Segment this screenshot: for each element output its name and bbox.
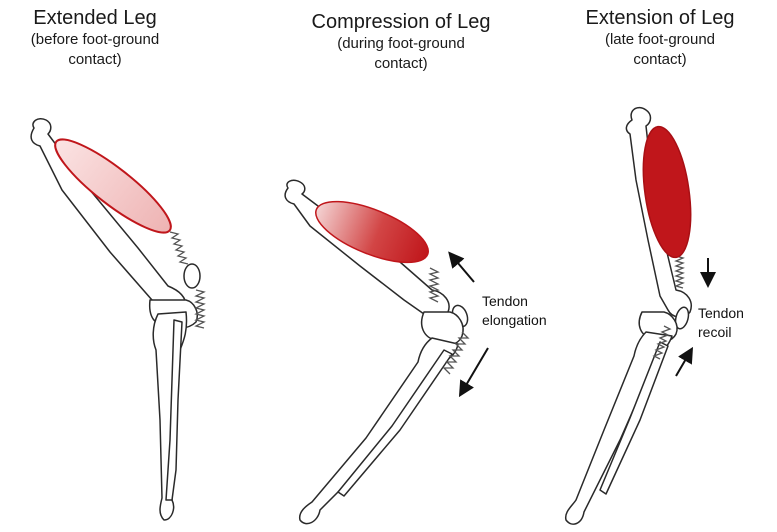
panel-1-tendon-upper	[170, 232, 188, 264]
panel-2-fibula	[338, 350, 452, 496]
panel-3-annotation-line-2: recoil	[698, 323, 744, 342]
panel-1-kneecap	[184, 264, 200, 288]
panel-3-arrow-up	[676, 352, 690, 376]
panel-2-arrow-down	[462, 348, 488, 392]
panel-3-tendon-upper	[676, 256, 683, 288]
panel-2-annotation-line-1: Tendon	[482, 292, 547, 311]
panel-1-tendon-lower	[196, 290, 204, 328]
panel-2-annotation: Tendon elongation	[482, 292, 547, 330]
panel-2-arrow-up	[452, 256, 474, 282]
panel-3-muscle	[636, 124, 698, 261]
panel-2-annotation-line-2: elongation	[482, 311, 547, 330]
panel-3-annotation: Tendon recoil	[698, 304, 744, 342]
panel-3-annotation-line-1: Tendon	[698, 304, 744, 323]
